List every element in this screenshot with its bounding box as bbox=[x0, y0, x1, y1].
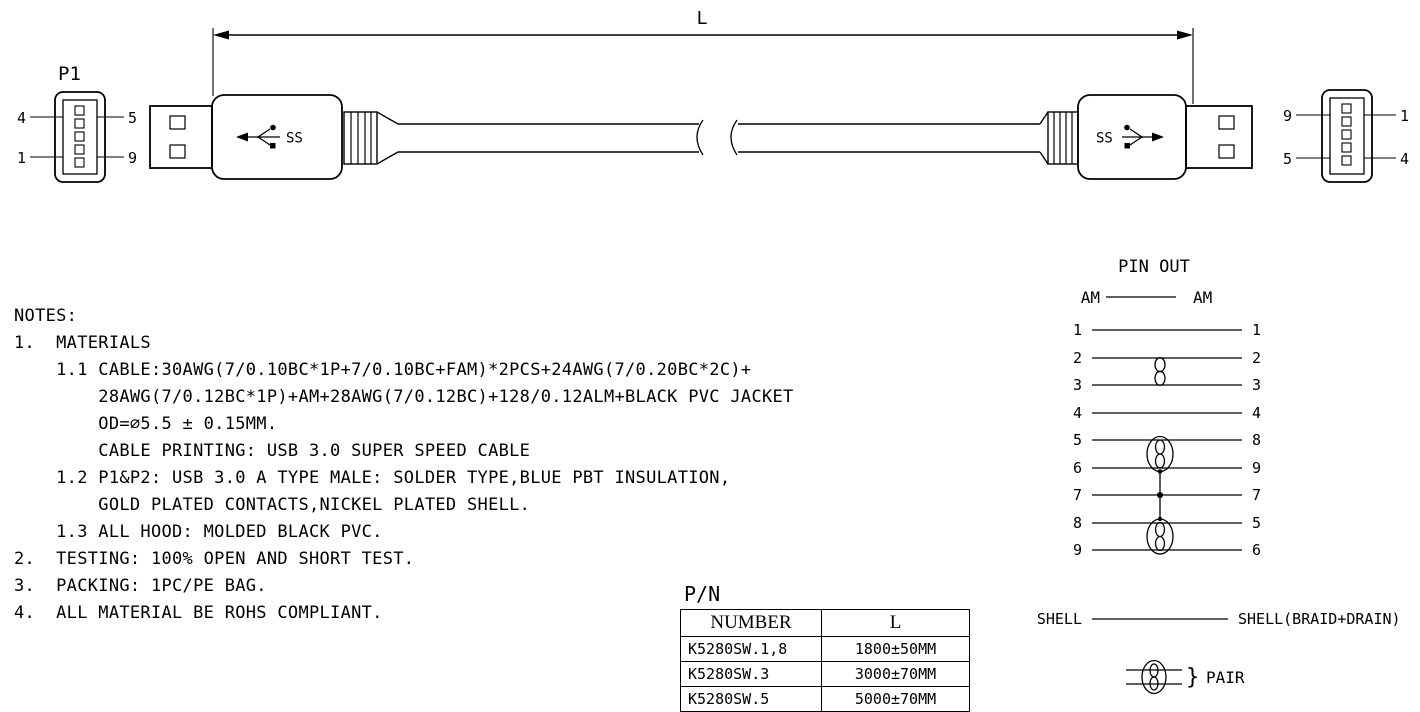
p1-face-view: P1 4 5 1 9 bbox=[17, 63, 137, 183]
pn-header-length: L bbox=[821, 609, 970, 637]
pinout-row: 8 5 bbox=[1073, 514, 1261, 532]
part-number-block: P/N NUMBER L K5280SW.1,8 1800±50MM K5280… bbox=[680, 582, 970, 712]
pinout-right-header: AM bbox=[1193, 288, 1212, 307]
notes-title: NOTES: bbox=[14, 306, 78, 326]
pn-header-number: NUMBER bbox=[680, 609, 822, 637]
pin-right: 3 bbox=[1252, 376, 1261, 394]
pin-left: 2 bbox=[1073, 349, 1082, 367]
shielded-pair-icon bbox=[1146, 435, 1174, 473]
pair-label: PAIR bbox=[1206, 668, 1245, 687]
pin-right: 5 bbox=[1252, 514, 1261, 532]
pn-title: P/N bbox=[684, 582, 721, 606]
p1-pin-bottom-right: 9 bbox=[128, 149, 137, 167]
dimension-line-L: L bbox=[212, 8, 1194, 104]
pin-left: 6 bbox=[1073, 459, 1082, 477]
p2-pin-bottom-right: 4 bbox=[1400, 150, 1409, 168]
right-strain-relief bbox=[1047, 111, 1079, 165]
note-line: 1.1 CABLE:30AWG(7/0.10BC*1P+7/0.10BC+FAM… bbox=[14, 360, 752, 380]
p2-pin-top-right: 1 bbox=[1400, 107, 1409, 125]
usb-ss-logo-right: SS bbox=[1096, 124, 1164, 149]
pinout-row: 4 4 bbox=[1073, 404, 1261, 422]
note-line: 2. TESTING: 100% OPEN AND SHORT TEST. bbox=[14, 549, 415, 569]
shell-left-label: SHELL bbox=[1037, 610, 1082, 628]
shielded-pair-icon bbox=[1146, 518, 1174, 555]
pin-right: 8 bbox=[1252, 431, 1261, 449]
pin-left: 3 bbox=[1073, 376, 1082, 394]
table-row: K5280SW.3 3000±70MM bbox=[680, 661, 970, 687]
pn-number: K5280SW.3 bbox=[680, 661, 822, 687]
pin-right: 6 bbox=[1252, 541, 1261, 559]
pair-legend: } PAIR bbox=[1126, 659, 1245, 695]
table-header-row: NUMBER L bbox=[680, 609, 970, 637]
pinout-row: 9 6 bbox=[1073, 541, 1261, 559]
note-line: 28AWG(7/0.12BC*1P)+AM+28AWG(7/0.12BC)+12… bbox=[14, 387, 794, 407]
table-row: K5280SW.1,8 1800±50MM bbox=[680, 636, 970, 662]
note-line: GOLD PLATED CONTACTS,NICKEL PLATED SHELL… bbox=[14, 495, 531, 515]
pn-number: K5280SW.5 bbox=[680, 686, 822, 712]
dimension-label-L: L bbox=[697, 8, 708, 29]
pin-left: 1 bbox=[1073, 321, 1082, 339]
pin-right: 4 bbox=[1252, 404, 1261, 422]
pinout-row: 3 3 bbox=[1073, 376, 1261, 394]
ss-logo-text-left: SS bbox=[286, 131, 303, 147]
shell-right-label: SHELL(BRAID+DRAIN) bbox=[1238, 610, 1401, 628]
twisted-pair-icon bbox=[1154, 357, 1166, 386]
pin-left: 9 bbox=[1073, 541, 1082, 559]
left-plug: SS bbox=[149, 94, 399, 180]
p1-pin-bottom-left: 1 bbox=[17, 149, 26, 167]
pinout-left-header: AM bbox=[1081, 288, 1100, 307]
pair-brace: } bbox=[1186, 665, 1199, 690]
shell-row: SHELL SHELL(BRAID+DRAIN) bbox=[1037, 610, 1401, 628]
pin-left: 8 bbox=[1073, 514, 1082, 532]
pinout-row: 1 1 bbox=[1073, 321, 1261, 339]
pinout-row: 2 2 bbox=[1073, 349, 1261, 367]
note-line: 4. ALL MATERIAL BE ROHS COMPLIANT. bbox=[14, 603, 383, 623]
ss-logo-text-right: SS bbox=[1096, 131, 1113, 147]
pin-right: 7 bbox=[1252, 486, 1261, 504]
usb-ss-logo-left: SS bbox=[236, 124, 303, 149]
note-line: 1. MATERIALS bbox=[14, 333, 151, 353]
p1-pin-top-left: 4 bbox=[17, 109, 26, 127]
pin-right: 2 bbox=[1252, 349, 1261, 367]
pn-number: K5280SW.1,8 bbox=[680, 636, 822, 662]
dimension-arrow-right bbox=[1177, 30, 1193, 40]
pin-left: 7 bbox=[1073, 486, 1082, 504]
right-plug-shell bbox=[1185, 105, 1253, 169]
p1-pin-top-right: 5 bbox=[128, 109, 137, 127]
left-plug-hood bbox=[211, 94, 343, 180]
pin-right: 1 bbox=[1252, 321, 1261, 339]
left-plug-shell bbox=[149, 105, 213, 169]
pin-left: 5 bbox=[1073, 431, 1082, 449]
p2-pin-bottom-left: 5 bbox=[1283, 150, 1292, 168]
p2-pin-top-left: 9 bbox=[1283, 107, 1292, 125]
p2-face-view: 9 1 5 4 bbox=[1283, 89, 1409, 183]
drain-connection-line bbox=[1157, 469, 1163, 522]
note-line: CABLE PRINTING: USB 3.0 SUPER SPEED CABL… bbox=[14, 441, 531, 461]
pn-length: 1800±50MM bbox=[821, 636, 970, 662]
table-row: K5280SW.5 5000±70MM bbox=[680, 686, 970, 712]
part-number-table: NUMBER L K5280SW.1,8 1800±50MM K5280SW.3… bbox=[680, 609, 970, 712]
cable bbox=[398, 119, 1040, 156]
note-line: 1.3 ALL HOOD: MOLDED BLACK PVC. bbox=[14, 522, 383, 542]
dimension-arrow-left bbox=[213, 30, 229, 40]
pinout-diagram: PIN OUT AM AM 1 1 2 2 3 3 4 4 5 8 bbox=[1037, 257, 1401, 695]
notes-section: NOTES: 1. MATERIALS 1.1 CABLE:30AWG(7/0.… bbox=[14, 303, 794, 627]
p1-label: P1 bbox=[58, 63, 81, 85]
cable-break-left bbox=[696, 119, 704, 156]
note-line: 1.2 P1&P2: USB 3.0 A TYPE MALE: SOLDER T… bbox=[14, 468, 731, 488]
note-line: 3. PACKING: 1PC/PE BAG. bbox=[14, 576, 267, 596]
cable-break-right bbox=[730, 119, 738, 156]
cable-assembly-drawing: L P1 4 5 1 9 bbox=[17, 8, 1409, 183]
pin-right: 9 bbox=[1252, 459, 1261, 477]
pn-length: 3000±70MM bbox=[821, 661, 970, 687]
pinout-row: 7 7 bbox=[1073, 486, 1261, 504]
pin-left: 4 bbox=[1073, 404, 1082, 422]
left-strain-relief bbox=[343, 111, 399, 165]
pn-length: 5000±70MM bbox=[821, 686, 970, 712]
note-line: OD=∅5.5 ± 0.15MM. bbox=[14, 414, 278, 434]
pinout-title: PIN OUT bbox=[1118, 257, 1190, 277]
right-plug: SS bbox=[1039, 94, 1253, 180]
